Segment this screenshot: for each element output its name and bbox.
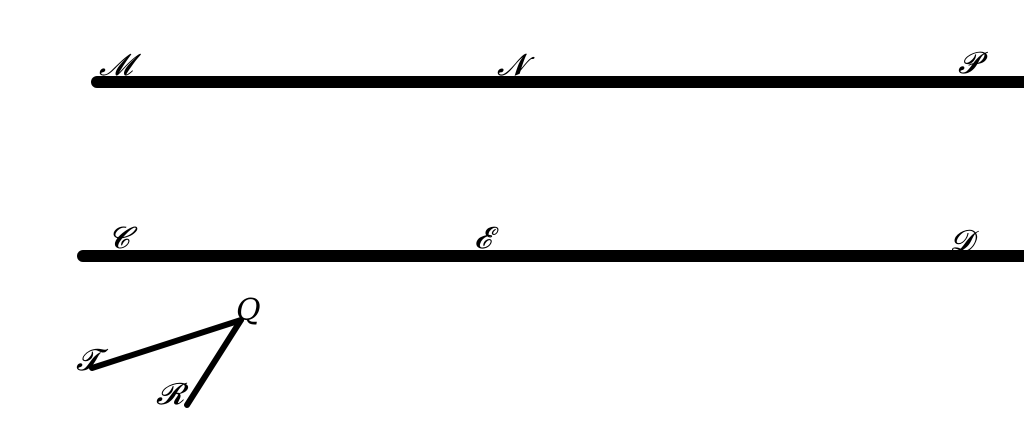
segment-qr [184,317,244,408]
segment-tq [89,317,244,371]
label-t: 𝓣 [76,343,109,378]
label-q: Q [236,293,261,328]
label-r: 𝓡 [156,377,189,412]
label-p: 𝓟 [958,46,988,81]
